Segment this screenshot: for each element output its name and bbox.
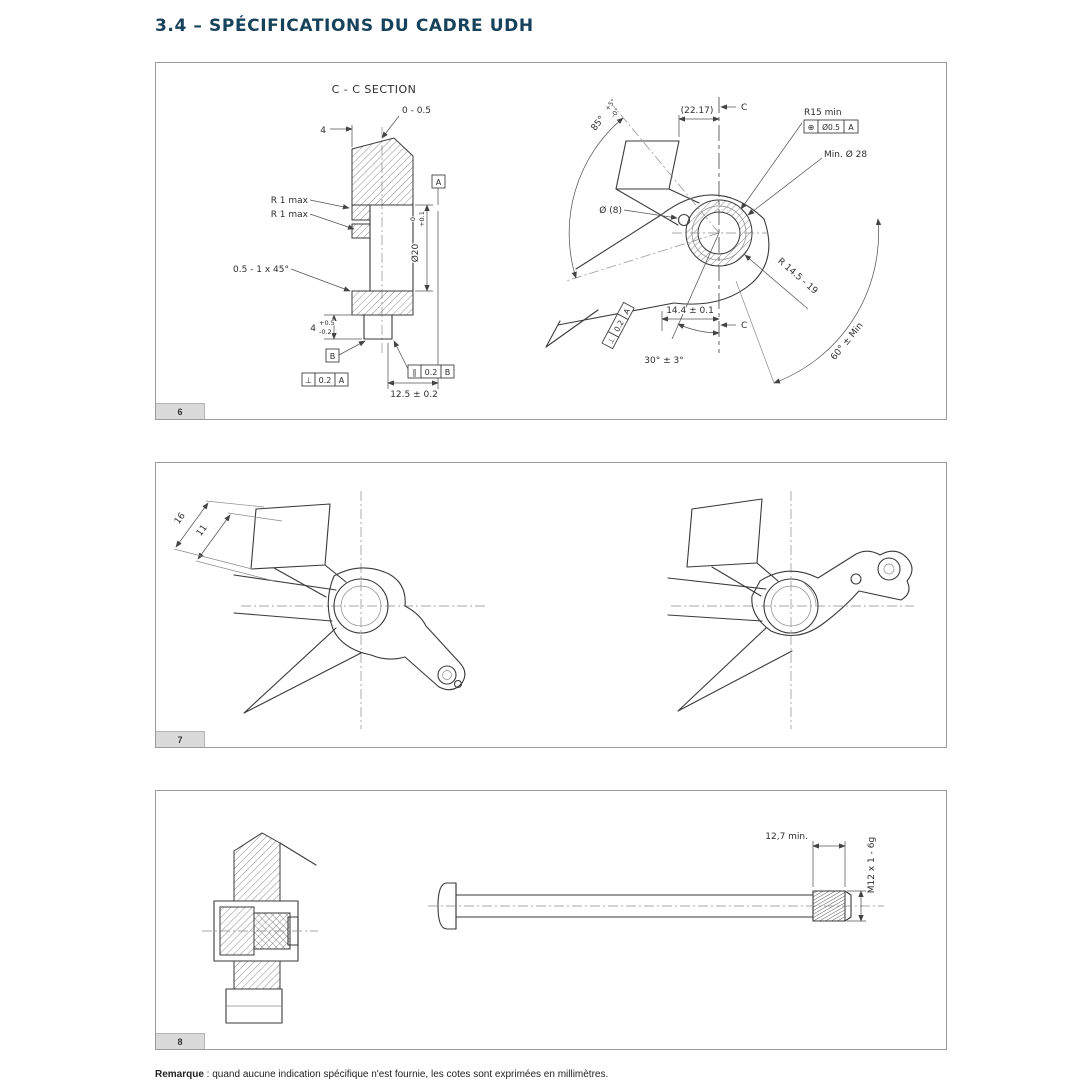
axle-cross-section-drawing xyxy=(202,832,318,1024)
fcf-parallelism-frame: ∥ 0.2 B xyxy=(407,364,455,379)
cc-section-drawing: C - C SECTION xyxy=(232,83,455,401)
fcf-pos-datum: A xyxy=(848,123,854,132)
dim-depth-label: 12.5 ± 0.2 xyxy=(390,390,438,400)
left-view-dimension-lines xyxy=(173,500,283,582)
fcf-perp2-datum: A xyxy=(622,306,633,316)
fcf-perp-symbol: ⊥ xyxy=(305,376,312,385)
section-c-label-top: C xyxy=(741,103,747,113)
datum-a-label: A xyxy=(436,178,442,187)
datum-b-flag: B xyxy=(325,348,340,363)
dim-angle85-label: 85° xyxy=(590,114,608,133)
hanger-outline xyxy=(327,567,466,691)
axle-bore-circle xyxy=(333,578,389,634)
fcf-par-datum: B xyxy=(445,368,451,377)
fcf-position-frame: ⊕ Ø0.5 A xyxy=(803,119,859,134)
axle-bore-circle xyxy=(763,578,819,634)
dim-gap-label: 0 - 0.5 xyxy=(402,106,431,116)
hanger-view-left: 16 11 xyxy=(172,491,486,729)
figure-tab-8: 8 xyxy=(156,1033,205,1049)
dropout-side-view-drawing: C C (22.17) 85° +5° -0° R15 min ⊕ Ø0.5 A… xyxy=(545,96,882,384)
dim-bore-label: Ø20 xyxy=(410,243,421,262)
figure-tab-6: 6 xyxy=(156,403,205,419)
dim-r-range-label: R 14.5 - 19 xyxy=(775,256,819,296)
section-c-label-bottom: C xyxy=(741,321,747,331)
dim-width-ref-label: (22.17) xyxy=(681,106,714,116)
dim-thread-spec-label: M12 x 1 - 6g xyxy=(867,837,877,893)
axle-dimension-lines xyxy=(812,841,866,922)
fcf-perp-datum: A xyxy=(339,376,345,385)
dim-angle30-label: 30° ± 3° xyxy=(644,356,683,366)
thru-axle-drawing: 12,7 min. M12 x 1 - 6g xyxy=(428,831,884,930)
dim-flange-tol-up: +0.5 xyxy=(319,319,335,327)
dim-offset-label: 14.4 ± 0.1 xyxy=(666,306,714,316)
figure-panel-7: 16 11 7 xyxy=(155,462,947,748)
side-view-dimension-lines xyxy=(568,104,882,384)
dim-r15-label: R15 min xyxy=(804,108,842,118)
fcf-perp2-symbol: ⊥ xyxy=(606,336,617,346)
figure-panel-8: 12,7 min. M12 x 1 - 6g 8 xyxy=(155,790,947,1050)
dim-flange-label: 4 xyxy=(310,324,316,334)
fcf-pos-symbol: ⊕ xyxy=(808,123,815,132)
dim-r1max-label-a: R 1 max xyxy=(271,196,309,206)
dim-r1max-label-b: R 1 max xyxy=(271,210,309,220)
fcf-par-symbol: ∥ xyxy=(413,368,417,377)
dim-d8-label: Ø (8) xyxy=(599,205,622,216)
dim-bore-tol-dn: 0 xyxy=(409,217,417,221)
datum-a-flag: A xyxy=(431,174,446,189)
page-title: 3.4 – SPÉCIFICATIONS DU CADRE UDH xyxy=(155,16,534,36)
figure-6-drawing: C - C SECTION xyxy=(232,83,882,401)
dim-flange-tol-dn: -0.2 xyxy=(319,328,332,336)
dim-16-label: 16 xyxy=(173,511,188,526)
fcf-perpendicularity-frame: ⊥ 0.2 A xyxy=(301,372,349,387)
fcf-par-tolerance: 0.2 xyxy=(425,368,438,377)
section-view-title: C - C SECTION xyxy=(332,83,417,96)
figure-tab-7: 7 xyxy=(156,731,205,747)
figure-7-drawing: 16 11 xyxy=(172,491,914,729)
figure-panel-6: C - C SECTION xyxy=(155,62,947,420)
footnote-text: : quand aucune indication spécifique n'e… xyxy=(203,1069,609,1080)
section-cut-geometry xyxy=(351,137,414,340)
dim-min-length-label: 12,7 min. xyxy=(765,832,808,842)
fcf-perpendicularity-frame-rotated: ⊥ 0.2 A xyxy=(601,301,635,350)
fcf-perp-tolerance: 0.2 xyxy=(319,376,332,385)
footnote: Remarque : quand aucune indication spéci… xyxy=(155,1069,947,1080)
hanger-outline xyxy=(751,550,913,637)
hanger-view-right xyxy=(667,491,914,729)
datum-b-label: B xyxy=(330,352,336,361)
dim-11-label: 11 xyxy=(195,523,210,538)
dim-chamfer-label: 0.5 - 1 x 45° xyxy=(233,265,289,275)
dim-bore-tol-up: +0.1 xyxy=(418,211,426,227)
figure-8-drawing: 12,7 min. M12 x 1 - 6g xyxy=(202,831,884,1024)
dropout-geometry xyxy=(545,97,770,353)
section-dimension-lines xyxy=(290,115,439,389)
fcf-pos-tolerance: Ø0.5 xyxy=(822,123,840,132)
dim-min-d28-label: Min. Ø 28 xyxy=(824,149,867,160)
dim-wall-label: 4 xyxy=(320,126,326,136)
footnote-label: Remarque xyxy=(155,1069,204,1080)
